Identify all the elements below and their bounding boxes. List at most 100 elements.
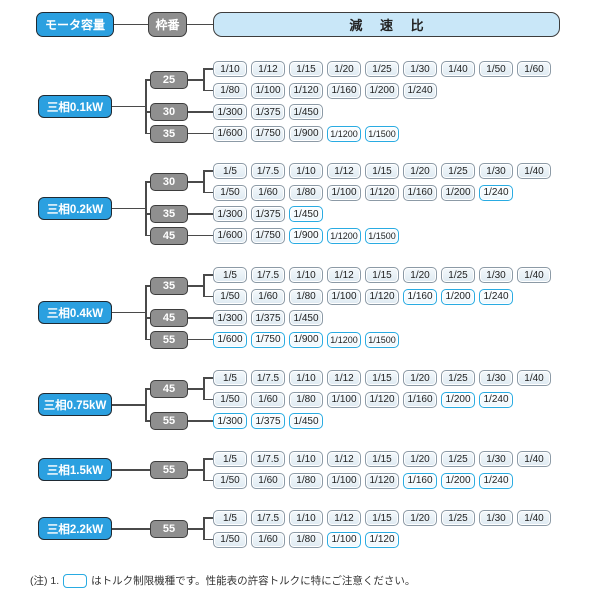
connector-line: [112, 311, 147, 314]
connector-line: [112, 528, 150, 530]
ratio-box: 1/20: [327, 61, 361, 77]
ratio-box: 1/40: [517, 451, 551, 467]
ratio-box: 1/600: [213, 227, 247, 244]
ratio-box: 1/50: [213, 472, 247, 489]
connector-line: [204, 538, 213, 541]
connector-line: [204, 458, 213, 460]
ratio-box: 1/30: [479, 370, 513, 386]
ratio-box: 1/300: [213, 104, 247, 120]
ratio-box: 1/40: [517, 370, 551, 386]
connector-line: [188, 181, 205, 183]
ratio-box: 1/7.5: [251, 267, 285, 283]
connector-line: [112, 207, 147, 210]
ratio-box: 1/240: [479, 472, 513, 489]
connector-line: [188, 79, 205, 81]
connector-line: [204, 274, 213, 276]
ratio-box: 1/50: [213, 288, 247, 305]
motor-capacity-header: モータ容量: [36, 12, 114, 37]
ratio-box: 1/1500: [365, 125, 399, 142]
connector-line: [112, 404, 147, 406]
connector-line: [203, 377, 205, 401]
ratio-box: 1/50: [213, 184, 247, 201]
ratio-box: 1/200: [441, 391, 475, 408]
ratio-box: 1/12: [327, 370, 361, 386]
connector-line: [188, 469, 205, 471]
frame-number-box: 45: [150, 309, 188, 327]
connector-line: [146, 285, 150, 287]
ratio-box: 1/100: [327, 391, 361, 408]
connector-line: [187, 23, 213, 25]
motor-capacity-box: 三相2.2kW: [38, 517, 112, 541]
ratio-box: 1/15: [365, 163, 399, 179]
ratio-box: 1/60: [251, 288, 285, 305]
ratio-box: 1/5: [213, 451, 247, 467]
ratio-box: 1/60: [251, 472, 285, 489]
connector-line: [188, 317, 213, 319]
reduction-ratio-header: 減 速 比: [213, 12, 560, 37]
ratio-box: 1/10: [289, 267, 323, 283]
ratio-box: 1/7.5: [251, 370, 285, 386]
connector-line: [204, 295, 213, 298]
ratio-box: 1/7.5: [251, 163, 285, 179]
ratio-box: 1/15: [365, 510, 399, 526]
ratio-box: 1/1500: [365, 331, 399, 348]
ratio-box: 1/80: [289, 472, 323, 489]
connector-line: [188, 338, 213, 341]
ratio-box: 1/5: [213, 510, 247, 526]
ratio-box: 1/200: [441, 472, 475, 489]
ratio-box: 1/30: [479, 510, 513, 526]
ratio-box: 1/20: [403, 267, 437, 283]
ratio-box: 1/160: [327, 82, 361, 99]
connector-line: [188, 111, 213, 113]
connector-line: [203, 68, 205, 92]
ratio-box: 1/40: [517, 510, 551, 526]
frame-number-box: 55: [150, 330, 188, 349]
frame-number-box: 55: [150, 460, 188, 479]
ratio-box: 1/7.5: [251, 451, 285, 467]
ratio-box: 1/240: [479, 391, 513, 408]
connector-line: [146, 181, 150, 183]
frame-number-box: 35: [150, 205, 188, 223]
connector-line: [204, 479, 213, 482]
ratio-box: 1/375: [251, 413, 285, 429]
ratio-box: 1/60: [251, 184, 285, 201]
ratio-box: 1/50: [213, 391, 247, 408]
ratio-box: 1/30: [479, 163, 513, 179]
ratio-box: 1/7.5: [251, 510, 285, 526]
frame-number-box: 25: [150, 70, 188, 89]
connector-line: [114, 23, 148, 25]
connector-line: [145, 79, 147, 135]
ratio-box: 1/100: [327, 184, 361, 201]
motor-capacity-box: 三相0.4kW: [38, 301, 112, 325]
connector-line: [146, 234, 150, 237]
ratio-box: 1/40: [517, 267, 551, 283]
ratio-box: 1/100: [327, 288, 361, 305]
ratio-box: 1/12: [327, 510, 361, 526]
ratio-box: 1/160: [403, 288, 437, 305]
connector-line: [146, 79, 150, 81]
ratio-box: 1/300: [213, 310, 247, 326]
ratio-box: 1/375: [251, 310, 285, 326]
ratio-box: 1/40: [517, 163, 551, 179]
connector-line: [146, 213, 150, 215]
ratio-box: 1/20: [403, 163, 437, 179]
connector-line: [188, 285, 205, 287]
ratio-box: 1/1200: [327, 125, 361, 142]
ratio-box: 1/100: [327, 472, 361, 489]
ratio-box: 1/600: [213, 331, 247, 348]
ratio-box: 1/10: [289, 370, 323, 386]
connector-line: [112, 469, 150, 471]
ratio-box: 1/200: [441, 288, 475, 305]
motor-capacity-box: 三相0.75kW: [38, 393, 112, 417]
connector-line: [146, 338, 150, 341]
frame-number-header: 枠番: [148, 12, 187, 37]
connector-line: [188, 234, 213, 237]
connector-line: [112, 105, 147, 108]
connector-line: [145, 388, 147, 422]
connector-line: [204, 89, 213, 92]
ratio-box: 1/100: [251, 82, 285, 99]
ratio-box: 1/80: [289, 184, 323, 201]
connector-line: [204, 68, 213, 70]
ratio-box: 1/12: [327, 451, 361, 467]
